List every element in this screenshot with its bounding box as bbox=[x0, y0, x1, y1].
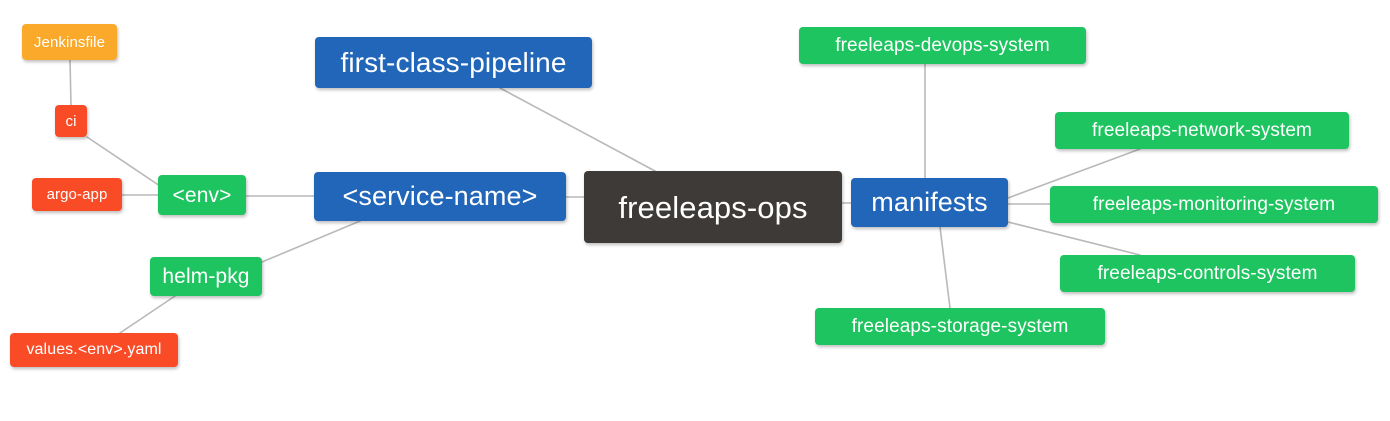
node-service-name[interactable]: <service-name> bbox=[314, 172, 566, 221]
node-label-freeleaps-monitoring-system: freeleaps-monitoring-system bbox=[1092, 194, 1336, 215]
edge-manifests-to-freeleaps-storage-system bbox=[939, 226, 951, 309]
node-label-values-yaml: values.<env>.yaml bbox=[26, 341, 162, 358]
edge-helm-pkg-to-values-yaml bbox=[119, 295, 176, 334]
edge-service-name-to-helm-pkg bbox=[261, 220, 361, 263]
node-freeleaps-monitoring-system[interactable]: freeleaps-monitoring-system bbox=[1050, 186, 1378, 223]
node-env[interactable]: <env> bbox=[158, 175, 246, 215]
node-label-manifests: manifests bbox=[871, 187, 988, 217]
node-label-freeleaps-devops-system: freeleaps-devops-system bbox=[835, 35, 1050, 56]
node-label-first-class-pipeline: first-class-pipeline bbox=[340, 46, 567, 78]
node-helm-pkg[interactable]: helm-pkg bbox=[150, 257, 262, 296]
node-ci[interactable]: ci bbox=[55, 105, 87, 137]
node-freeleaps-network-system[interactable]: freeleaps-network-system bbox=[1055, 112, 1349, 149]
node-values-yaml[interactable]: values.<env>.yaml bbox=[10, 333, 178, 367]
node-argo-app[interactable]: argo-app bbox=[32, 178, 122, 211]
node-freeleaps-ops[interactable]: freeleaps-ops bbox=[584, 171, 842, 243]
edge-manifests-to-freeleaps-controls-system bbox=[1007, 221, 1141, 256]
node-label-service-name: <service-name> bbox=[342, 181, 538, 211]
node-label-freeleaps-network-system: freeleaps-network-system bbox=[1092, 120, 1312, 141]
node-label-freeleaps-storage-system: freeleaps-storage-system bbox=[851, 316, 1069, 337]
node-freeleaps-devops-system[interactable]: freeleaps-devops-system bbox=[799, 27, 1086, 64]
node-label-jenkinsfile: Jenkinsfile bbox=[33, 33, 106, 51]
node-label-freeleaps-ops: freeleaps-ops bbox=[618, 189, 808, 225]
node-label-ci: ci bbox=[65, 112, 77, 130]
node-label-helm-pkg: helm-pkg bbox=[162, 265, 250, 288]
node-label-env: <env> bbox=[172, 183, 232, 207]
node-manifests[interactable]: manifests bbox=[851, 178, 1008, 227]
node-freeleaps-storage-system[interactable]: freeleaps-storage-system bbox=[815, 308, 1105, 345]
edge-jenkinsfile-to-ci bbox=[69, 59, 72, 106]
node-freeleaps-controls-system[interactable]: freeleaps-controls-system bbox=[1060, 255, 1355, 292]
node-label-argo-app: argo-app bbox=[46, 186, 108, 203]
node-first-class-pipeline[interactable]: first-class-pipeline bbox=[315, 37, 592, 88]
node-label-freeleaps-controls-system: freeleaps-controls-system bbox=[1097, 263, 1318, 284]
node-jenkinsfile[interactable]: Jenkinsfile bbox=[22, 24, 117, 60]
edge-first-class-pipeline-to-freeleaps-ops bbox=[499, 87, 656, 172]
